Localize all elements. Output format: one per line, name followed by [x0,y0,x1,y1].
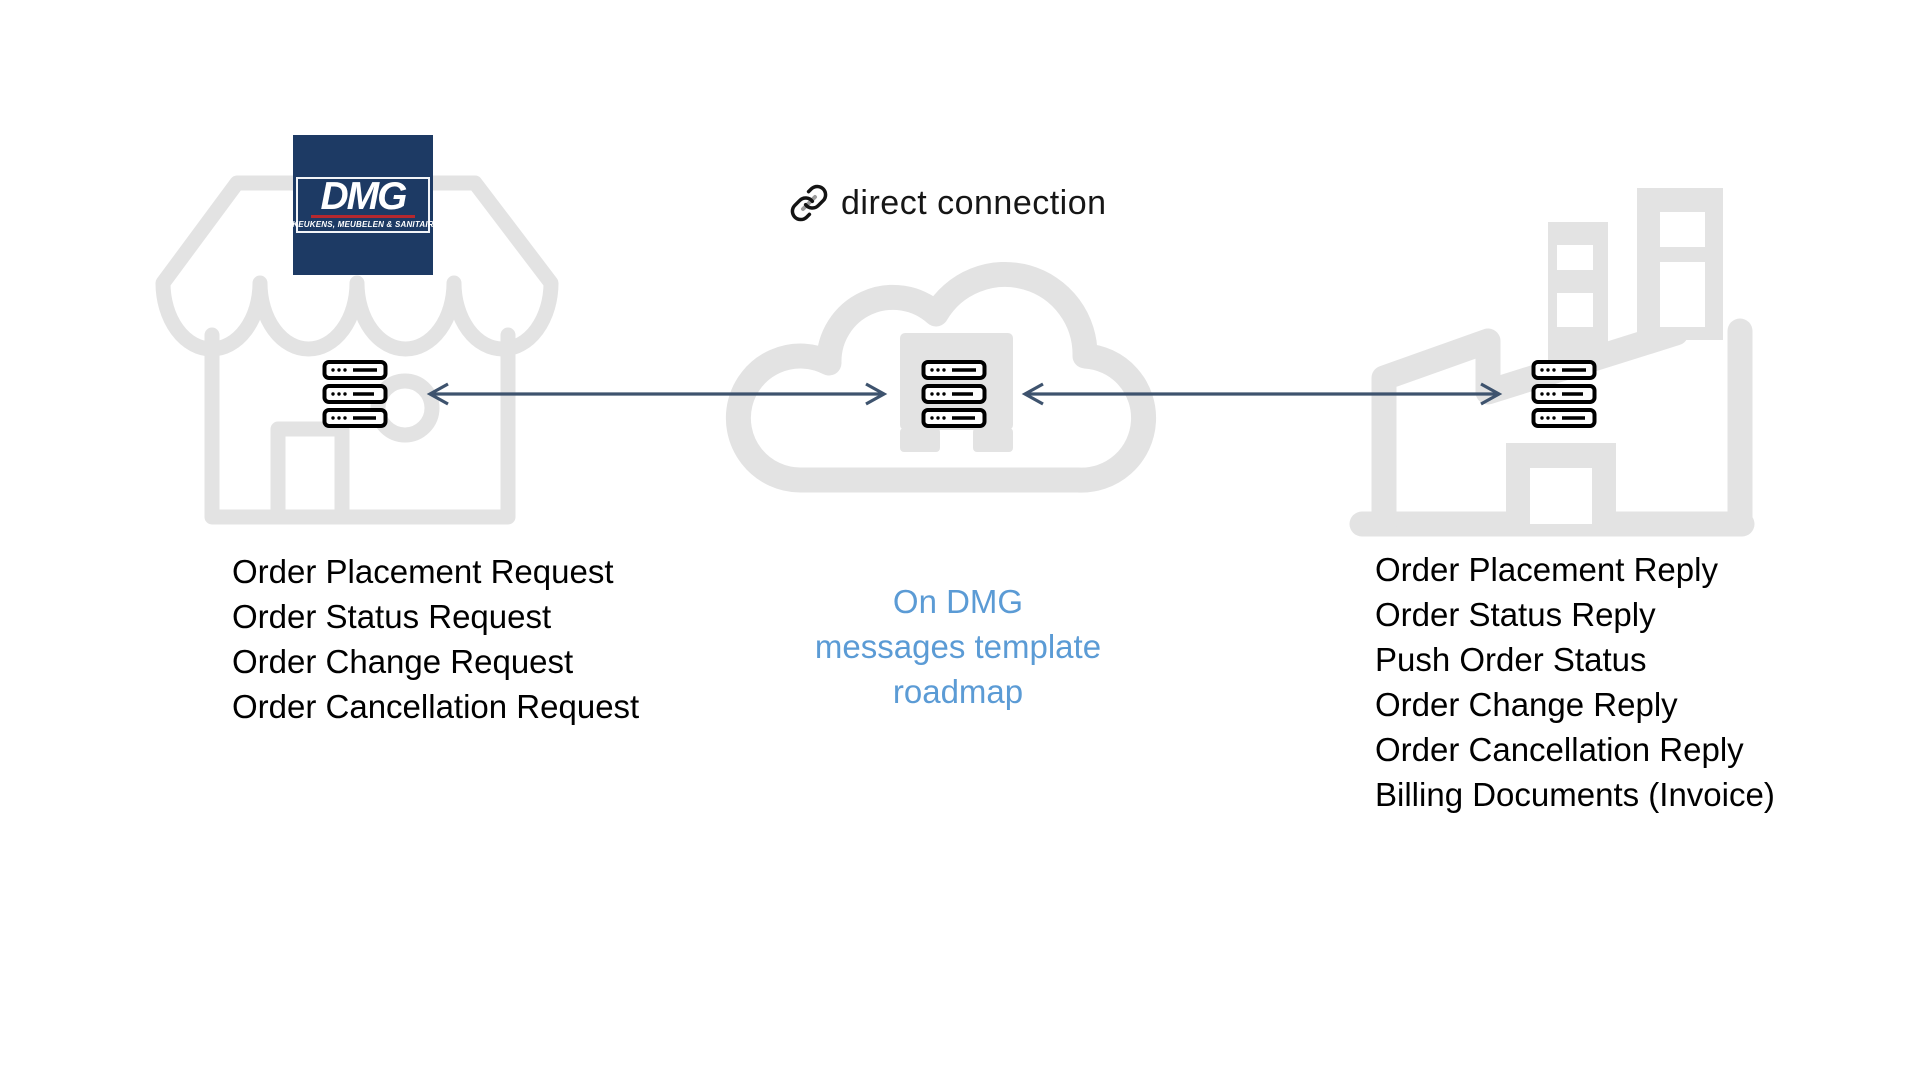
text-line: On DMG [892,583,1024,620]
text-line: messages template [814,628,1102,665]
cloud-server-stack-icon [921,360,987,428]
dmg-logo: DMG KEUKENS, MEUBELEN & SANITAIR [292,135,434,275]
cloud-roadmap-note: On DMG messages template roadmap [758,579,1158,714]
arrow-store-cloud [426,382,888,406]
factory-server-stack-icon [1531,360,1597,428]
store-server-stack-icon [322,360,388,428]
text-line: Order Status Reply [1375,596,1656,633]
dmg-logo-rule [311,214,415,218]
text-line: Order Change Request [232,643,574,680]
chain-link-icon [790,184,828,222]
text-line: Order Status Request [232,598,552,635]
text-line: Order Cancellation Reply [1375,731,1744,768]
dmg-logo-title: DMG [320,175,408,219]
text-line: Order Placement Request [232,553,614,590]
dmg-logo-frame: DMG KEUKENS, MEUBELEN & SANITAIR [292,175,434,233]
direct-connection-label: direct connection [789,183,1107,223]
text-line: Billing Documents (Invoice) [1375,776,1775,813]
text-line: Order Cancellation Request [232,688,640,725]
text-line: roadmap [892,673,1024,710]
dmg-logo-subtitle: KEUKENS, MEUBELEN & SANITAIR [292,219,434,229]
gray-server-block [900,333,1013,452]
text-line: Order Placement Reply [1375,551,1718,588]
storefront-icon [155,175,559,525]
text-line: Push Order Status [1375,641,1647,678]
text-line: Order Change Reply [1375,686,1678,723]
direct-connection-text: direct connection [841,183,1107,222]
arrow-cloud-factory [1021,382,1503,406]
